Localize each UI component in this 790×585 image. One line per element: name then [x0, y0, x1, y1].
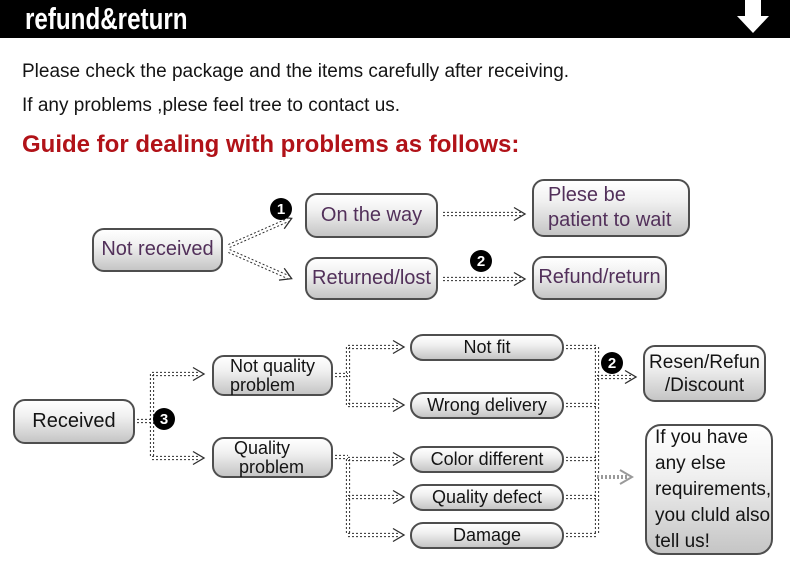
step-badge-3: 3 [153, 408, 175, 430]
node-label: Color different [430, 448, 544, 469]
node-label: any else [655, 452, 726, 474]
node-label: Refund/return [538, 266, 661, 289]
node-label: /Discount [664, 374, 745, 396]
node-label: you cluld also [655, 504, 771, 526]
node-label: Quality [234, 437, 291, 458]
node-returned-lost: Returned/lost [305, 257, 438, 300]
node-label: requirements, [655, 478, 772, 500]
node-label: problem [239, 456, 305, 477]
node-label: Received [32, 409, 116, 432]
intro-line-1: Please check the package and the items c… [22, 61, 570, 82]
node-label: On the way [320, 203, 423, 226]
step-badge-2: 2 [470, 250, 492, 272]
node-color-different: Color different [410, 446, 564, 473]
node-label: Returned/lost [312, 266, 431, 289]
node-damage: Damage [410, 522, 564, 549]
node-label: tell us! [655, 530, 710, 552]
node-label: Wrong delivery [427, 394, 547, 415]
guide-heading: Guide for dealing with problems as follo… [22, 131, 520, 158]
down-arrow-icon [737, 0, 769, 33]
node-label: problem [230, 374, 296, 395]
node-label: Resen/Refun [649, 351, 760, 373]
node-not-received: Not received [92, 228, 223, 272]
node-on-the-way: On the way [305, 193, 438, 238]
node-not-fit: Not fit [410, 334, 564, 361]
intro-line-2: If any problems ,plese feel tree to cont… [22, 95, 401, 116]
node-refund-return: Refund/return [532, 256, 667, 300]
node-wrong-delivery: Wrong delivery [410, 392, 564, 419]
node-more-requirements: If you have any else requirements, you c… [645, 424, 773, 555]
node-please-be-patient: Plese be patient to wait [532, 179, 690, 237]
node-quality-defect: Quality defect [410, 484, 564, 511]
node-label: If you have [655, 426, 748, 448]
node-label: Not quality [230, 355, 316, 376]
node-label: Not received [101, 238, 214, 261]
step-badge-1: 1 [270, 198, 292, 220]
node-label: Damage [452, 524, 522, 545]
node-not-quality-problem: Not quality problem [212, 355, 333, 396]
node-quality-problem: Quality problem [212, 437, 333, 478]
banner-title: refund&return [25, 1, 188, 36]
node-label: Quality defect [431, 486, 543, 507]
node-label: Not fit [463, 336, 511, 357]
node-received: Received [13, 399, 135, 444]
node-label: patient to wait [548, 209, 672, 231]
node-resend-refund-discount: Resen/Refun /Discount [643, 345, 766, 402]
banner: refund&return [0, 0, 790, 38]
step-badge-2b: 2 [601, 352, 623, 374]
node-label: Plese be [548, 184, 626, 206]
